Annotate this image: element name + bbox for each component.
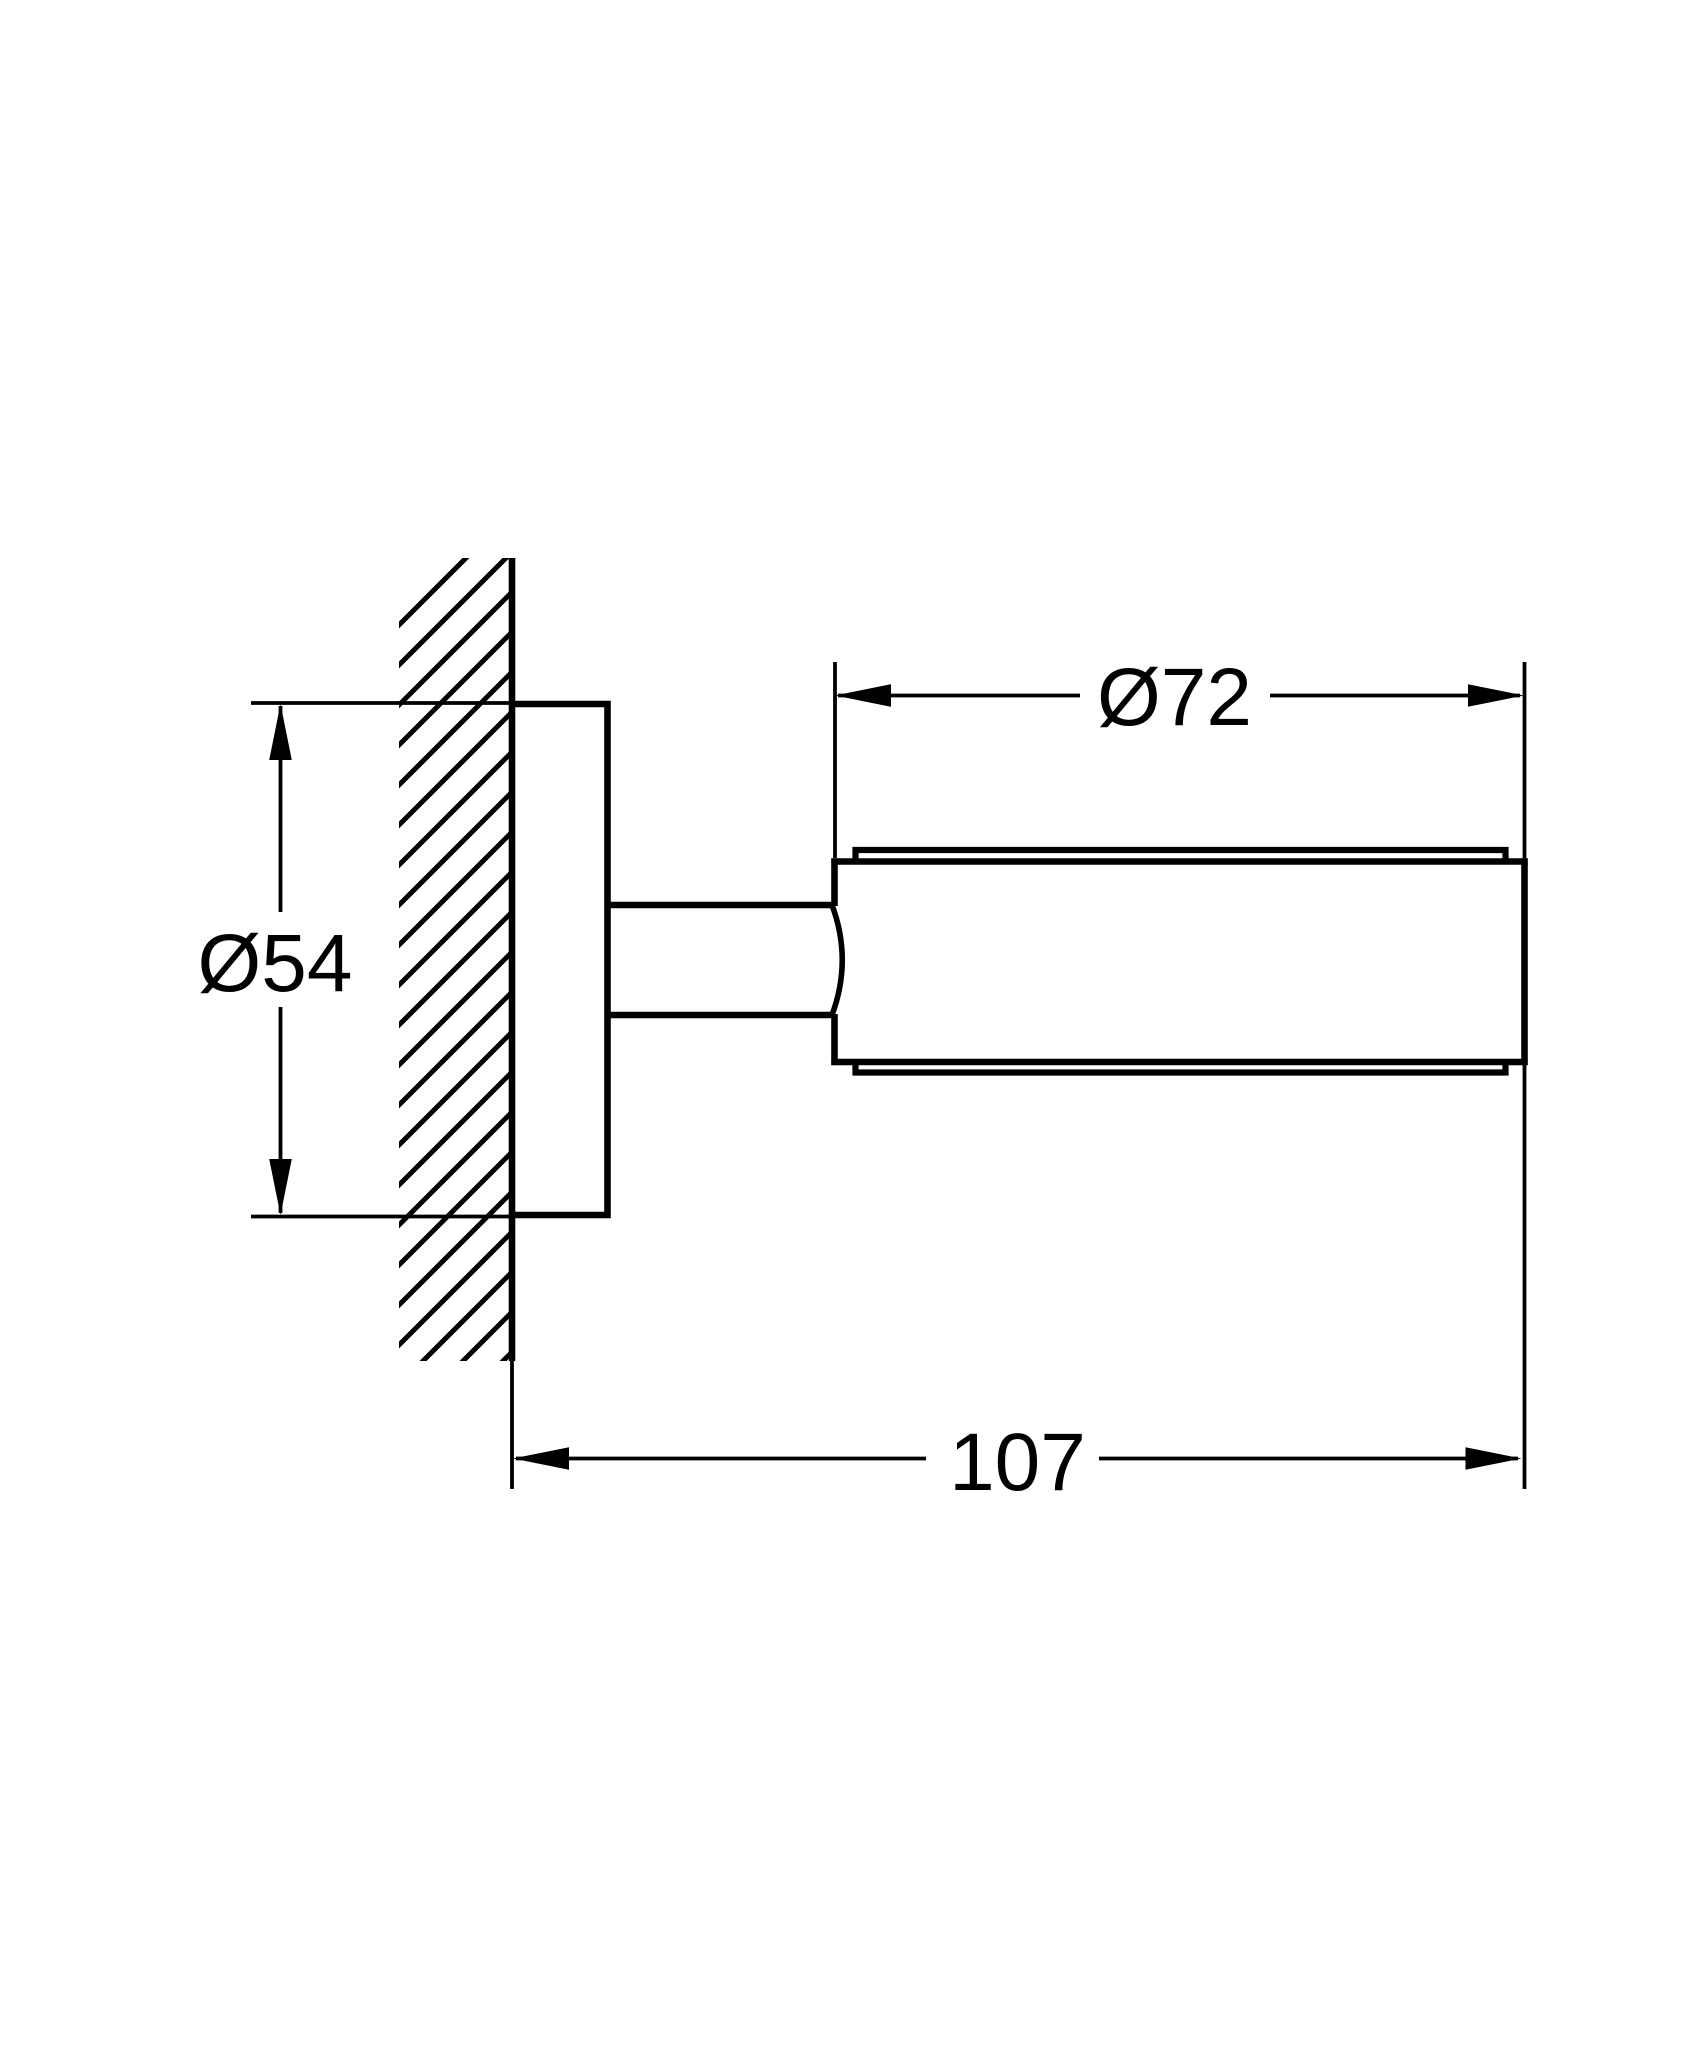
svg-text:Ø72: Ø72	[1097, 652, 1252, 743]
svg-text:107: 107	[949, 1417, 1086, 1508]
svg-text:Ø54: Ø54	[198, 918, 353, 1009]
